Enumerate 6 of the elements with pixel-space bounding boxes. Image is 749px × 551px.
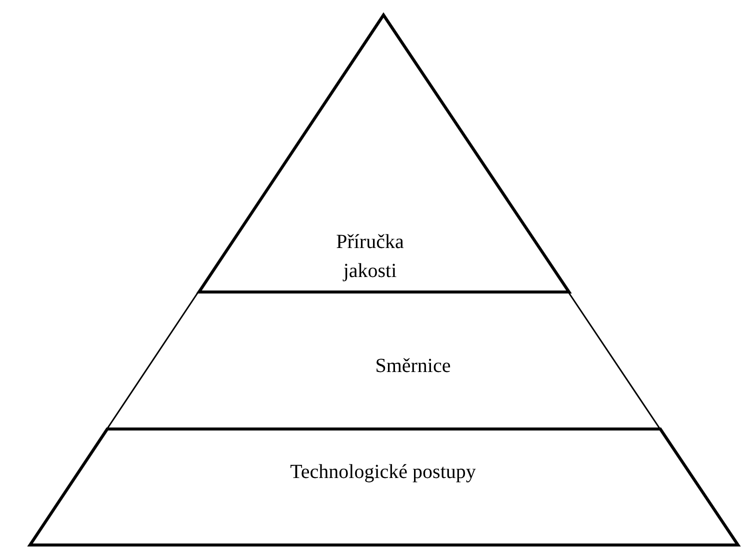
pyramid-tier <box>198 15 569 292</box>
tier-label: Příručka jakosti <box>335 230 405 284</box>
pyramid-tier <box>30 429 738 545</box>
tier-label: Technologické postupy <box>289 460 477 485</box>
pyramid-tier <box>107 292 660 429</box>
tier-label: Směrnice <box>374 354 452 379</box>
